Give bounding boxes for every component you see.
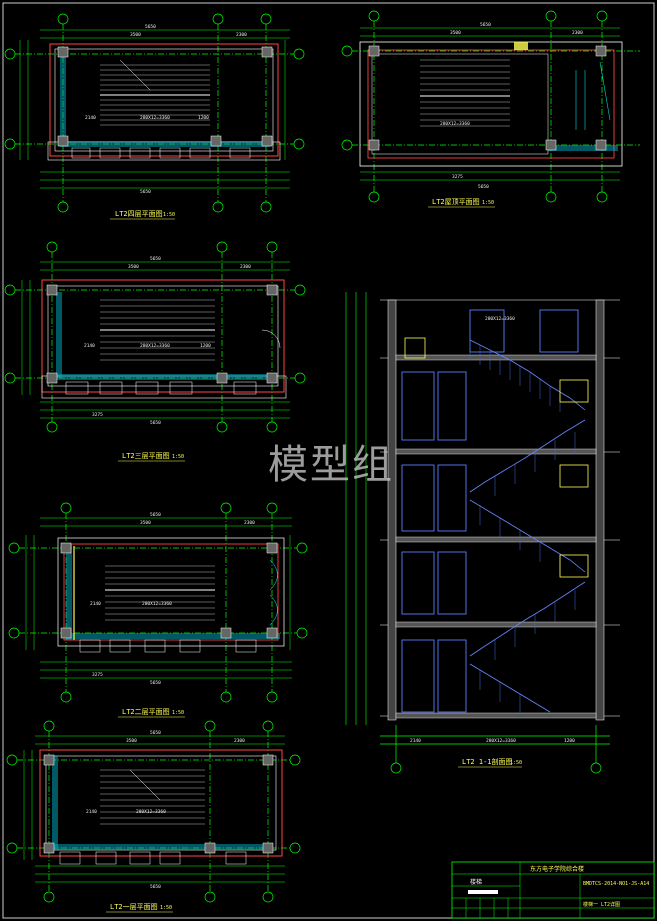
plan-third-floor: 5650 3500 2300 280X12=3360 2140 1200 327… — [4, 241, 306, 462]
dim-section-landing-r: 1200 — [564, 738, 575, 744]
dim-roof-span: 3275 — [452, 174, 463, 180]
dim-landing-4: 2140 — [85, 115, 96, 121]
watermark: 模型组 — [268, 442, 394, 488]
dim-overall-3: 5650 — [150, 256, 161, 262]
dim-bay-a-1: 3500 — [126, 738, 137, 744]
dim-landing-3: 2140 — [84, 343, 95, 349]
dim-bay-a-2: 3500 — [140, 520, 151, 526]
plan-scale-4: 1:50 — [163, 212, 175, 218]
dim-stair-4: 280X12=3360 — [140, 115, 170, 121]
dim-landing-r-3: 1200 — [200, 343, 211, 349]
plan-fourth-floor: 5650 3500 2300 280X12=3360 2140 1200 565… — [4, 13, 305, 220]
dim-bay-a-roof: 3500 — [450, 30, 461, 36]
plan-title-4: LT2四层平面图 — [115, 210, 163, 218]
section-scale: 1:50 — [510, 760, 522, 766]
dim-overall-bottom-1: 5650 — [150, 884, 161, 890]
plan-title-3: LT2三层平面图 — [122, 452, 170, 460]
dim-bay-b-3: 2300 — [240, 264, 251, 270]
plan-first-floor: 5650 3500 2300 280X12=3360 2140 5650 LT2… — [6, 720, 301, 913]
dim-overall-2: 5650 — [150, 512, 161, 518]
section-title: LT2 1-1剖面图 — [462, 757, 513, 766]
title-block-sheet: 楼梯一 LT2详图 — [583, 901, 620, 908]
plan-scale-roof: 1:50 — [482, 200, 494, 206]
dim-overall-bottom-2: 5650 — [150, 680, 161, 686]
dim-landing-2: 2140 — [90, 601, 101, 607]
dim-roof-side-2: 3275 — [92, 672, 103, 678]
dim-roof-side-3: 3275 — [92, 412, 103, 418]
dim-overall-bottom-roof: 5650 — [478, 184, 489, 190]
dim-bay-b-roof: 2300 — [572, 30, 583, 36]
dim-section-stair: 280X12=3360 — [486, 738, 516, 744]
dim-overall-4: 5650 — [145, 24, 156, 30]
dim-stair-3: 280X12=3360 — [140, 343, 170, 349]
dim-bay-a-4: 3500 — [130, 32, 141, 38]
plan-title-2: LT2二层平面图 — [122, 708, 170, 716]
plan-title-roof: LT2屋顶平面图 — [432, 198, 480, 206]
dim-stair-2: 280X12=3360 — [142, 601, 172, 607]
plan-title-1: LT2一层平面图 — [110, 903, 158, 911]
dim-section-landing: 2140 — [410, 738, 421, 744]
title-block: 东方电子学院综合楼 楼梯 BMDTCS-2014-NO1-JS-A14 楼梯一 … — [451, 861, 655, 919]
dim-overall-roof: 5650 — [480, 22, 491, 28]
section-1-1: 2140 280X12=3360 1200 280X12=3360 LT2 1-… — [345, 292, 620, 774]
plan-scale-3: 1:50 — [172, 454, 184, 460]
dim-stair-1: 280X12=3360 — [136, 809, 166, 815]
dim-bay-b-4: 2300 — [236, 32, 247, 38]
dim-overall-bottom-4: 5650 — [140, 189, 151, 195]
dim-bay-b-2: 2300 — [244, 520, 255, 526]
dim-landing-1: 2140 — [86, 809, 97, 815]
dim-landing-r-4: 1200 — [198, 115, 209, 121]
title-block-project: 东方电子学院综合楼 — [530, 865, 584, 873]
dim-bay-a-3: 3500 — [128, 264, 139, 270]
dim-bay-b-1: 2300 — [234, 738, 245, 744]
plan-scale-1: 1:50 — [160, 905, 172, 911]
dim-overall-bottom-3: 5650 — [150, 420, 161, 426]
title-block-number: BMDTCS-2014-NO1-JS-A14 — [583, 881, 649, 887]
dim-overall-1: 5650 — [150, 730, 161, 736]
dim-stair-roof: 280X12=3360 — [440, 121, 470, 127]
title-block-drawing: 楼梯 — [470, 878, 482, 886]
plan-second-floor: 5650 3500 2300 280X12=3360 2140 3275 565… — [8, 502, 308, 718]
plan-scale-2: 1:50 — [172, 710, 184, 716]
dim-section-stair-top: 280X12=3360 — [485, 316, 515, 322]
plan-roof: 5650 3500 2300 280X12=3360 3275 5650 LT2… — [341, 10, 640, 208]
